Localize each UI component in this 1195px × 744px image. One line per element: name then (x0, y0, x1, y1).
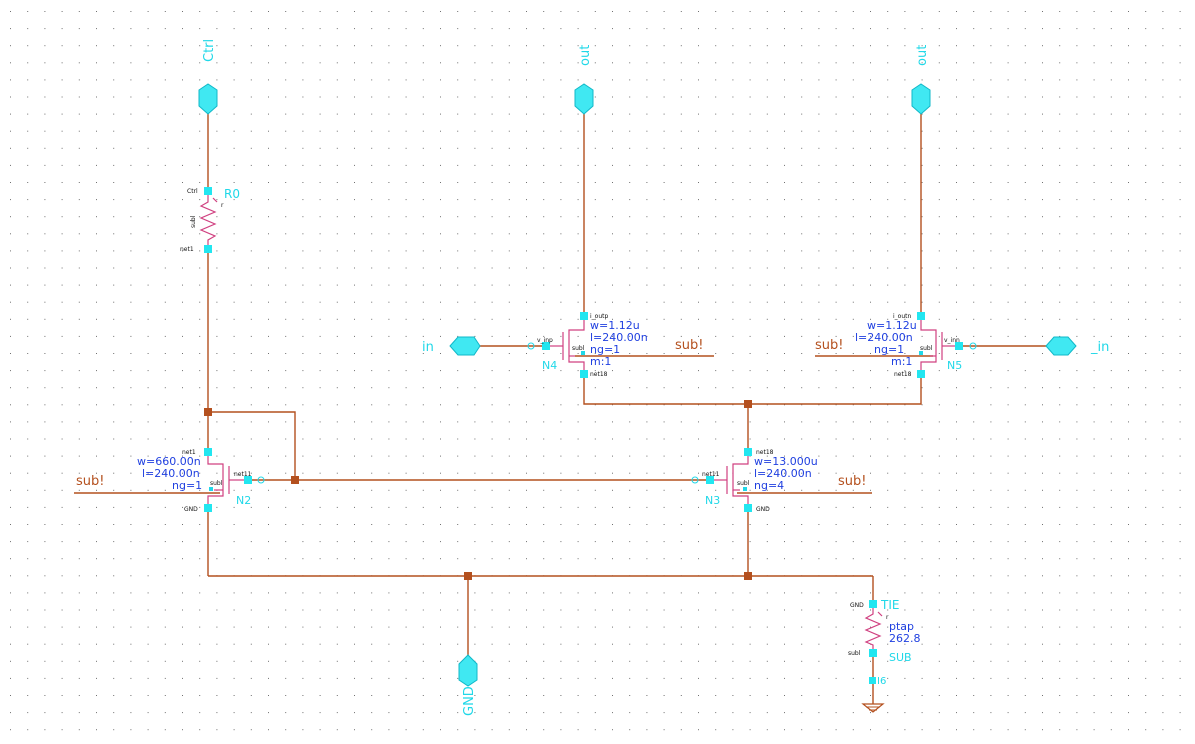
transistor-n4[interactable]: i_outp v_inp net18 subl w=1.12u l=240.00… (527, 312, 703, 378)
port-gnd-label: GND (462, 686, 477, 716)
port-in-p-label: in (422, 340, 434, 355)
n4-ng: ng=1 (590, 343, 620, 356)
pin (204, 504, 212, 512)
n3-w: w=13.000u (754, 455, 818, 468)
n2-gate: net11 (234, 471, 252, 478)
port-out-n[interactable]: out (911, 45, 931, 115)
n3-drain: net18 (756, 449, 774, 456)
n2-w: w=660.00n (137, 455, 201, 468)
pin (204, 448, 212, 456)
n2-ng: ng=1 (172, 479, 202, 492)
n4-w: w=1.12u (590, 319, 640, 332)
pin (706, 476, 714, 484)
pin (542, 342, 550, 350)
junction-dot (744, 572, 752, 580)
tie-name: TIE (880, 598, 899, 612)
junctions (204, 400, 752, 580)
n5-gate: v_inn (944, 337, 960, 344)
pin (204, 187, 212, 195)
n5-name: N5 (947, 359, 962, 372)
transistor-n3[interactable]: net18 net11 GND subl w=13.000u l=240.00n… (691, 448, 866, 513)
n4-gate: v_inp (537, 337, 553, 344)
port-ctrl[interactable]: Ctrl (198, 39, 218, 115)
port-in-n-label: _in (1090, 340, 1109, 355)
n4-source: net18 (590, 371, 608, 378)
junction-dot (464, 572, 472, 580)
r0-pin-bot: net1 (180, 246, 194, 253)
n3-sub-label: sub! (838, 474, 866, 489)
r0-pin-top: Ctrl (187, 188, 198, 195)
wires (74, 110, 1048, 704)
pin (869, 600, 877, 608)
pin (744, 504, 752, 512)
n2-drain: net1 (182, 449, 196, 456)
n5-sub-label: sub! (815, 338, 843, 353)
n3-l: l=240.00n (754, 467, 812, 480)
pin (869, 649, 877, 657)
tie-value: 262.8 (889, 632, 921, 645)
n2-source: GND (184, 506, 198, 513)
pin (204, 245, 212, 253)
r0-param: r (221, 202, 224, 209)
port-in-p[interactable]: in (422, 336, 481, 356)
tie-ref: I6 (877, 676, 886, 687)
junction-dot (291, 476, 299, 484)
n3-bulk: subl (737, 480, 750, 487)
n5-l: l=240.00n (855, 331, 913, 344)
n2-l: l=240.00n (142, 467, 200, 480)
pin (955, 342, 963, 350)
n5-m: m:1 (891, 355, 912, 368)
pin (917, 370, 925, 378)
n4-sub-label: sub! (675, 338, 703, 353)
grid (10, 11, 1181, 731)
n4-drain: i_outp (590, 313, 608, 320)
pin (917, 312, 925, 320)
junction-dot (204, 408, 212, 416)
pin (244, 476, 252, 484)
n2-name: N2 (236, 494, 251, 507)
port-ctrl-label: Ctrl (202, 39, 217, 62)
port-out-p-label: out (578, 45, 593, 66)
tie-model: ptap (889, 620, 914, 633)
port-out-p[interactable]: out (574, 45, 594, 115)
tie-pin-top: GND (850, 602, 864, 609)
n5-ng: ng=1 (874, 343, 904, 356)
n5-source: net18 (894, 371, 912, 378)
pin (580, 370, 588, 378)
n3-name: N3 (705, 494, 720, 507)
n4-name: N4 (542, 359, 557, 372)
substrate-tie[interactable]: TIE SUB GND subl r ptap 262.8 I6 (848, 598, 921, 713)
n3-gate: net11 (702, 471, 720, 478)
transistor-n5[interactable]: i_outn v_inn net18 subl w=1.12u l=240.00… (815, 312, 977, 378)
n5-bulk: subl (920, 345, 933, 352)
port-in-n[interactable]: _in (1045, 336, 1109, 356)
port-gnd[interactable]: GND (458, 654, 478, 716)
r0-pin-side: subl (190, 215, 197, 228)
port-out-n-label: out (915, 45, 930, 66)
n3-source: GND (756, 506, 770, 513)
r0-name: R0 (224, 187, 240, 201)
n4-m: m:1 (590, 355, 611, 368)
resistor-r0[interactable]: R0 Ctrl net1 subl r (180, 187, 240, 253)
n3-ng: ng=4 (754, 479, 784, 492)
tie-sub-name: SUB (889, 651, 912, 664)
n2-sub-label: sub! (76, 474, 104, 489)
n4-bulk: subl (572, 345, 585, 352)
tie-param: r (886, 614, 889, 621)
pin (744, 448, 752, 456)
tie-pin-bot: subl (848, 650, 861, 657)
junction-dot (744, 400, 752, 408)
pin (580, 312, 588, 320)
transistor-n2[interactable]: net1 net11 GND subl w=660.00n l=240.00n … (76, 448, 265, 513)
n2-bulk: subl (210, 480, 223, 487)
n4-l: l=240.00n (590, 331, 648, 344)
pin (869, 677, 876, 684)
n5-w: w=1.12u (867, 319, 917, 332)
n5-drain: i_outn (893, 313, 911, 320)
